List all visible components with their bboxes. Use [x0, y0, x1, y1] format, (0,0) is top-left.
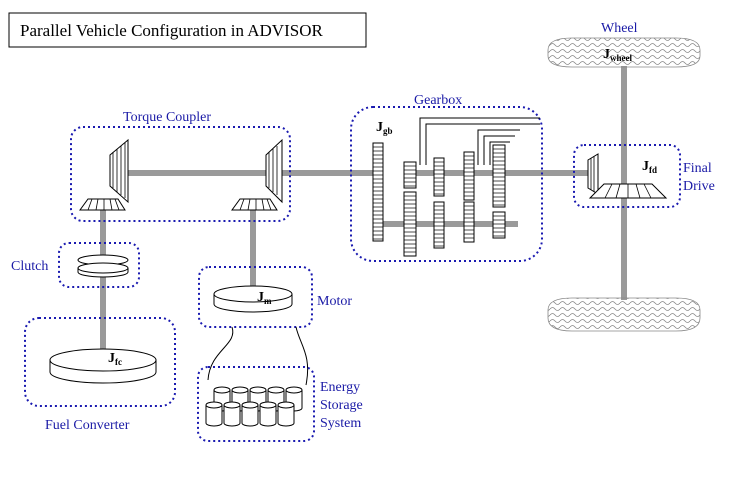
ess-label-1: Energy [320, 380, 360, 395]
motor-inertia: Jm [257, 290, 272, 306]
diagram-title: Parallel Vehicle Configuration in ADVISO… [20, 21, 323, 40]
battery-cell-9 [259, 401, 277, 427]
gear-8 [492, 144, 506, 208]
clutch: Clutch [11, 242, 140, 288]
gear-5 [433, 201, 445, 249]
gear-7 [463, 201, 475, 243]
gear-4 [433, 157, 445, 197]
fuel-converter-inertia: Jfc [108, 351, 122, 367]
final-drive-label-2: Drive [683, 179, 715, 194]
wheel-label: Wheel [601, 21, 638, 36]
gear-1 [372, 142, 384, 242]
gearbox-inertia: Jgb [376, 120, 393, 136]
shift-lines [419, 117, 540, 165]
battery-cell-8 [241, 401, 259, 427]
torque-coupler: Torque Coupler [70, 110, 291, 222]
final-drive-inertia: Jfd [642, 159, 657, 175]
final-drive: Final Drive Jfd [573, 144, 715, 208]
battery-cells-icon [205, 386, 303, 427]
wheel-bottom [547, 297, 701, 332]
gearbox: Gearbox Jgb [350, 93, 543, 262]
gearbox-label: Gearbox [414, 93, 462, 108]
motor: Motor Jm [198, 266, 352, 328]
power-wires [207, 326, 309, 386]
clutch-label: Clutch [11, 259, 48, 274]
gear-9 [492, 211, 506, 239]
final-drive-label-1: Final [683, 161, 712, 176]
torque-coupler-label: Torque Coupler [123, 110, 211, 125]
bevel-gear-right-icon [231, 138, 283, 211]
bevel-gear-left-icon [79, 138, 129, 211]
energy-storage-system: Energy Storage System [197, 366, 363, 442]
motor-label: Motor [317, 294, 352, 309]
battery-cell-6 [205, 401, 223, 427]
fuel-converter-label: Fuel Converter [45, 418, 130, 433]
gear-6 [463, 151, 475, 201]
ess-label-2: Storage [320, 398, 363, 413]
fuel-converter: Fuel Converter Jfc [24, 317, 176, 433]
wheel-top: Wheel Jwheel [547, 21, 701, 68]
battery-cell-10 [277, 401, 295, 427]
battery-cell-7 [223, 401, 241, 427]
title-box: Parallel Vehicle Configuration in ADVISO… [8, 12, 367, 48]
gears-icon [372, 142, 506, 257]
final-drive-gear-icon [587, 153, 668, 199]
gear-2 [403, 161, 417, 189]
ess-label-3: System [320, 416, 361, 431]
gear-3 [403, 191, 417, 257]
wheel-inertia: Jwheel [603, 47, 632, 63]
